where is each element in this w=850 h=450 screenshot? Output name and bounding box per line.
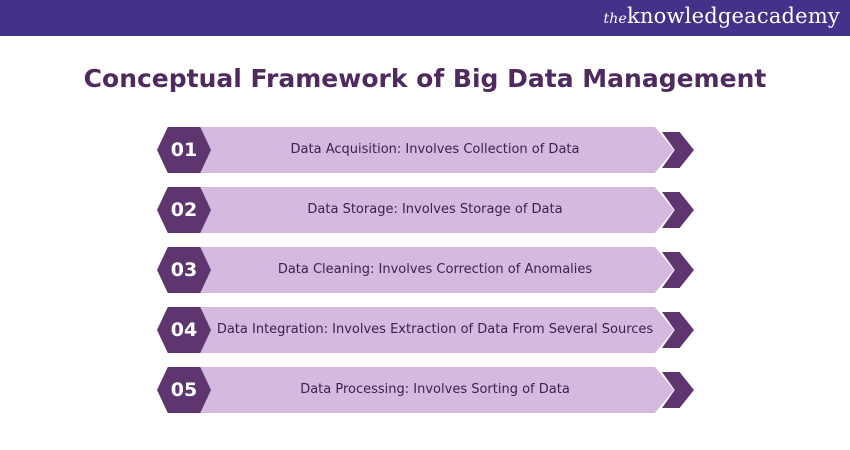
step-text: Data Processing: Involves Sorting of Dat…: [300, 382, 570, 397]
logo-prefix: the: [603, 11, 628, 27]
step-number-hexagon: 05: [157, 367, 211, 413]
step-bar: [196, 247, 674, 293]
step-text: Data Acquisition: Involves Collection of…: [290, 142, 580, 157]
step-number-hexagon: 01: [157, 127, 211, 173]
step-number-hexagon: 03: [157, 247, 211, 293]
header-bar: theknowledgeacademy: [0, 0, 850, 36]
step-text: Data Storage: Involves Storage of Data: [307, 202, 563, 217]
step-bar: [196, 307, 674, 353]
step-row: Data Acquisition: Involves Collection of…: [0, 127, 850, 173]
step-number-hexagon: 04: [157, 307, 211, 353]
step-bar: [196, 127, 674, 173]
step-row: Data Cleaning: Involves Correction of An…: [0, 247, 850, 293]
step-text: Data Cleaning: Involves Correction of An…: [277, 262, 593, 277]
step-row: Data Processing: Involves Sorting of Dat…: [0, 367, 850, 413]
step-number-hexagon: 02: [157, 187, 211, 233]
step-row: Data Storage: Involves Storage of Data 0…: [0, 187, 850, 233]
brand-logo: theknowledgeacademy: [603, 4, 840, 28]
step-text: Data Integration: Involves Extraction of…: [216, 322, 654, 337]
step-bar: [196, 367, 674, 413]
logo-text: knowledgeacademy: [627, 4, 840, 28]
step-bar: [196, 187, 674, 233]
page-title: Conceptual Framework of Big Data Managem…: [83, 64, 767, 93]
step-row: Data Integration: Involves Extraction of…: [0, 307, 850, 353]
